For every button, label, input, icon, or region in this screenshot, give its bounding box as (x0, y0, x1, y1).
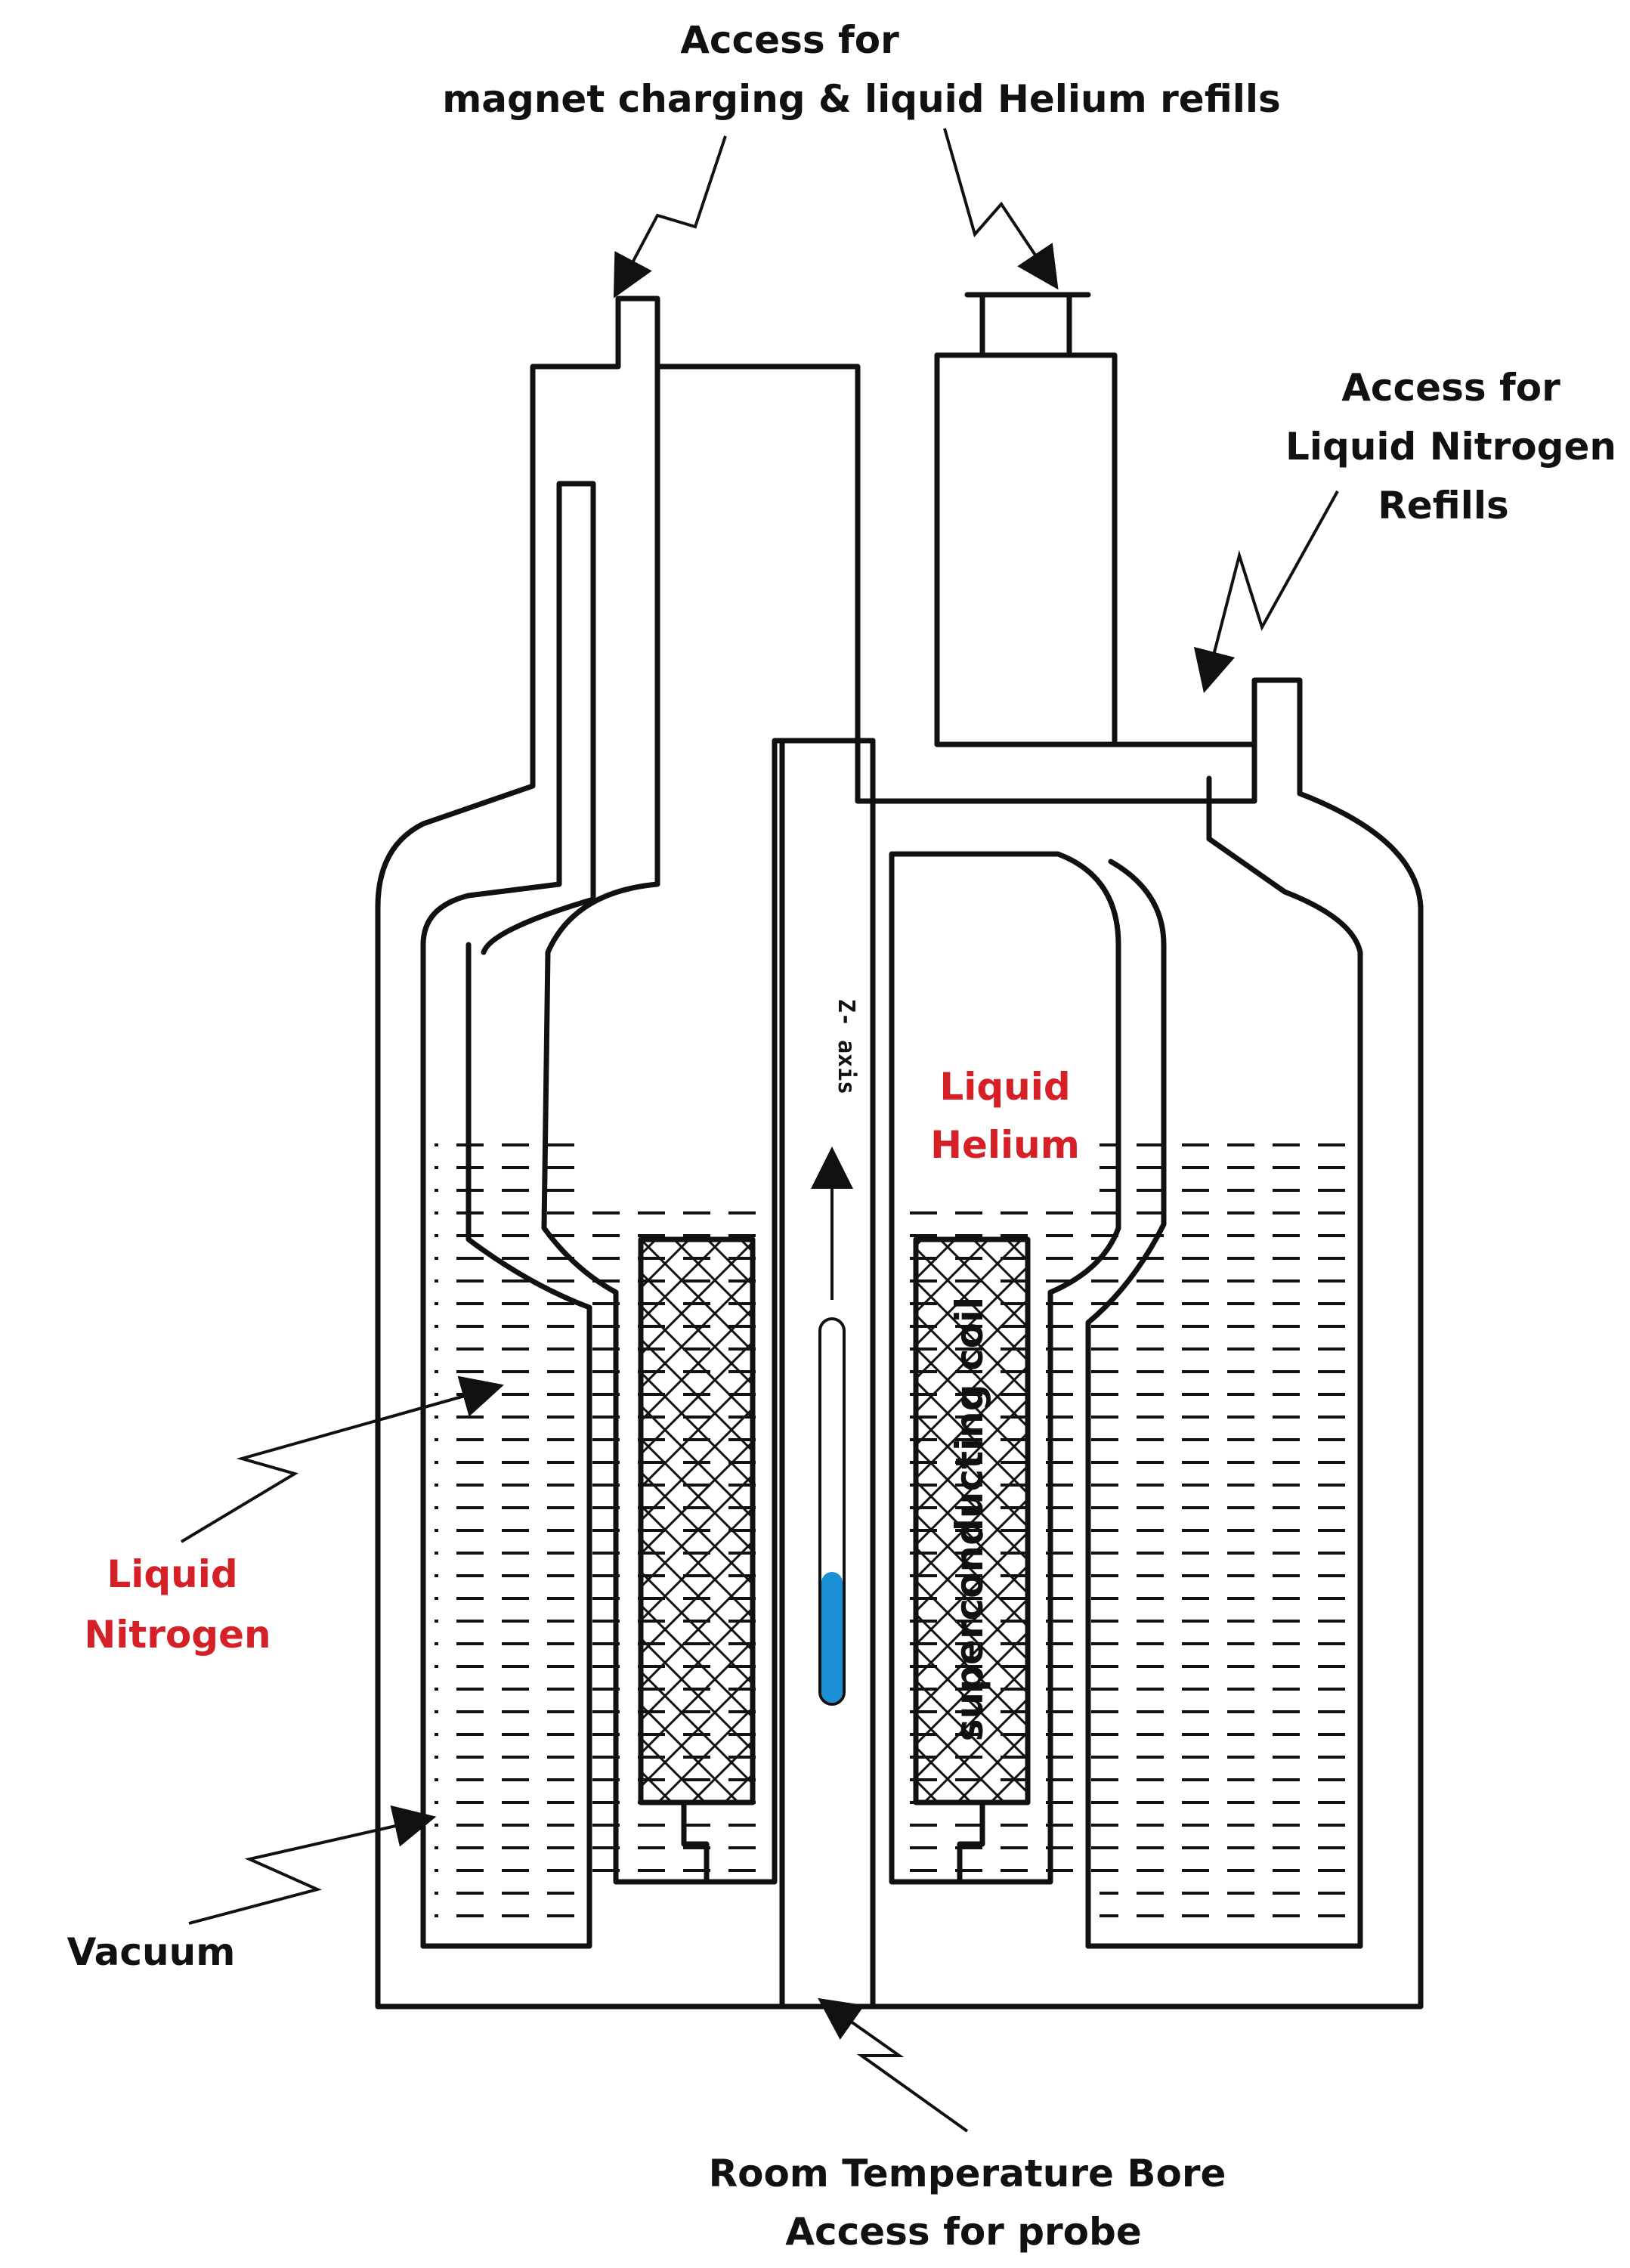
superconducting-coil (638, 1236, 1031, 1885)
outer-vessel (375, 292, 1424, 2010)
label-liquid-nitrogen-2: Nitrogen (84, 1613, 271, 1657)
label-liquid-nitrogen-1: Liquid (107, 1552, 237, 1596)
sample-tube (818, 1317, 846, 1706)
pointers (180, 128, 1339, 2133)
label-bore-2: Access for probe (785, 2210, 1141, 2254)
coil-left (641, 1239, 753, 1802)
label-bore-1: Room Temperature Bore (709, 2152, 1226, 2195)
pointer-vacuum (188, 1805, 437, 1925)
label-vacuum: Vacuum (67, 1930, 236, 1974)
room-temperature-bore (779, 738, 876, 2010)
pointer-top-right (943, 128, 1059, 290)
label-access-ln2-3: Refills (1378, 484, 1509, 528)
label-access-top-2: magnet charging & liquid Helium refills (442, 77, 1281, 121)
label-liquid-helium-2: Helium (930, 1123, 1080, 1167)
sample-liquid (821, 1572, 843, 1703)
pointer-liquid-nitrogen (180, 1375, 504, 1543)
label-z-axis: Z- axis (833, 999, 859, 1094)
pointer-top-left (613, 135, 727, 299)
coil-right (916, 1239, 1028, 1802)
pointer-ln2-refill (1193, 490, 1339, 694)
label-superconducting-coil: superconducting coil (948, 1297, 991, 1741)
label-liquid-helium-1: Liquid (939, 1065, 1070, 1109)
label-access-ln2-1: Access for (1341, 366, 1560, 410)
pointer-bore (818, 1997, 969, 2133)
label-access-top-1: Access for (680, 18, 899, 62)
ln2-liquid-right (1100, 1126, 1349, 1935)
label-access-ln2-2: Liquid Nitrogen (1285, 425, 1616, 469)
